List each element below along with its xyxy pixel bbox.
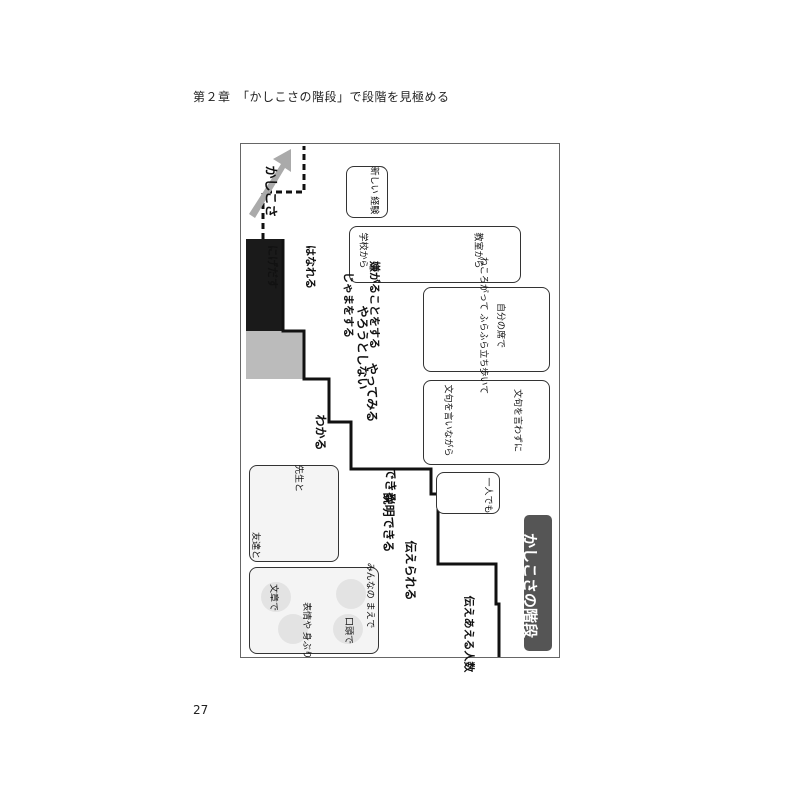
text-hyojo: 表情や 身ぶり	[300, 602, 311, 659]
bubble-alone	[436, 472, 500, 514]
staircase-drawing	[246, 146, 501, 657]
text-monku: 文句を言いながら	[442, 384, 453, 457]
label-kashikosa: かしこさ	[262, 165, 278, 218]
staircase-line	[281, 239, 501, 657]
text-gakko-kara: 学校から	[357, 232, 368, 269]
chapter-header: 第２章 「かしこさの階段」で段階を見極める	[193, 90, 450, 104]
label-hazureru: はなれる	[304, 245, 317, 289]
label-iyagaru: 嫌がることをする	[368, 261, 381, 349]
bubble-teacher-friend	[249, 465, 339, 562]
label-dekiru: できる	[383, 467, 398, 504]
title-box	[524, 515, 552, 651]
text-kuchi: 口頭で	[343, 616, 354, 645]
text-bunsho: 文章で	[268, 583, 279, 612]
figure-title: かしこさの階段	[521, 532, 540, 639]
dark-block	[246, 239, 283, 331]
label-nigedasu: にげだす	[266, 245, 279, 289]
text-atarashii: 新しい 経験	[368, 166, 379, 215]
page-number: 27	[193, 703, 209, 717]
bubble-seat	[423, 287, 550, 372]
label-tsutaerareru: 伝えられる	[403, 540, 418, 601]
up-arrow-icon	[249, 149, 291, 218]
text-nekorogatte: ねころがって ふらふら立ち歩いて	[478, 256, 489, 395]
label-jama: じゃまをする	[342, 272, 355, 338]
circle-hyojo	[278, 614, 308, 644]
dashed-path	[261, 146, 306, 239]
kashikosa-staircase-figure: かしこさの階段 かしこさ 伝えあえる人数 伝えられる 説明できる できる わかる…	[240, 143, 560, 672]
text-sensei-to: 先生と	[293, 464, 304, 493]
text-jibun-no-seki: 自分の席で	[495, 302, 506, 349]
circle-minna	[336, 579, 366, 609]
text-monku-iwazu: 文句を言わずに	[512, 388, 523, 453]
text-tomodachi-to: 友達と	[250, 531, 261, 560]
bubble-complaint	[423, 380, 550, 465]
label-people-count: 伝えあえる人数	[462, 595, 476, 673]
circle-kuchi	[333, 614, 363, 644]
bubble-new-experience	[346, 166, 388, 218]
gray-block	[246, 331, 304, 379]
text-minna: みんなの まえで	[364, 562, 375, 629]
text-hitoride: 一人でも	[482, 477, 493, 514]
label-wakaru: わかる	[313, 414, 328, 451]
circle-bunsho	[261, 582, 291, 612]
bubble-school-classroom	[349, 226, 521, 283]
